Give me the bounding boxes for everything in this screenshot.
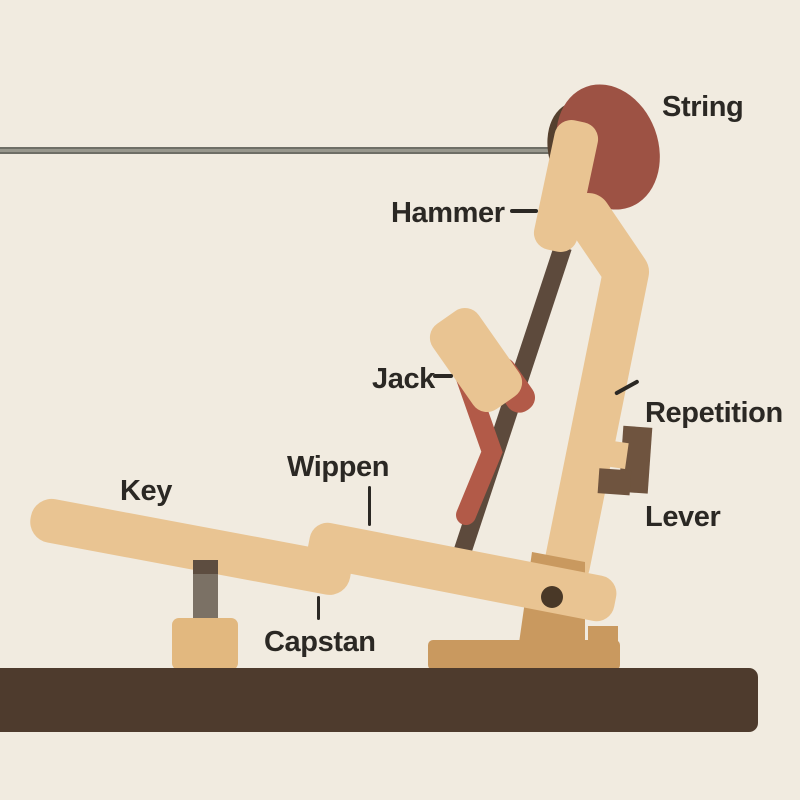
support-pedestal-base [428, 640, 620, 670]
hammer-pointer-line [510, 209, 538, 213]
repetition-lever-arm [544, 193, 649, 588]
repetition-lever-label-line1: Repetition [645, 396, 783, 429]
capstan-pointer-line [317, 596, 320, 620]
regulating-bracket [597, 425, 653, 496]
key-bed-rail [0, 668, 758, 732]
key-label: Key [120, 475, 172, 507]
capstan-label: Capstan [264, 626, 376, 658]
string-label: String [662, 91, 744, 123]
wippen-body [307, 522, 617, 622]
hammer-shank [533, 120, 599, 252]
repetition-lever-label: Repetition Lever [645, 326, 783, 604]
repetition-lever-label-line2: Lever [645, 500, 721, 533]
string-line-highlight [0, 149, 556, 152]
repetition-lever-tab [595, 439, 629, 469]
key-body [30, 498, 351, 595]
knuckle-roller [429, 308, 523, 412]
jack-pointer-line [433, 374, 453, 378]
wippen-pointer-line [368, 486, 371, 526]
hammer-label: Hammer [391, 197, 505, 229]
balance-block [172, 618, 238, 670]
jack-label: Jack [372, 363, 435, 395]
balance-post-cap [193, 560, 218, 574]
wippen-label: Wippen [287, 451, 390, 483]
wippen-pivot-pin [541, 586, 563, 608]
